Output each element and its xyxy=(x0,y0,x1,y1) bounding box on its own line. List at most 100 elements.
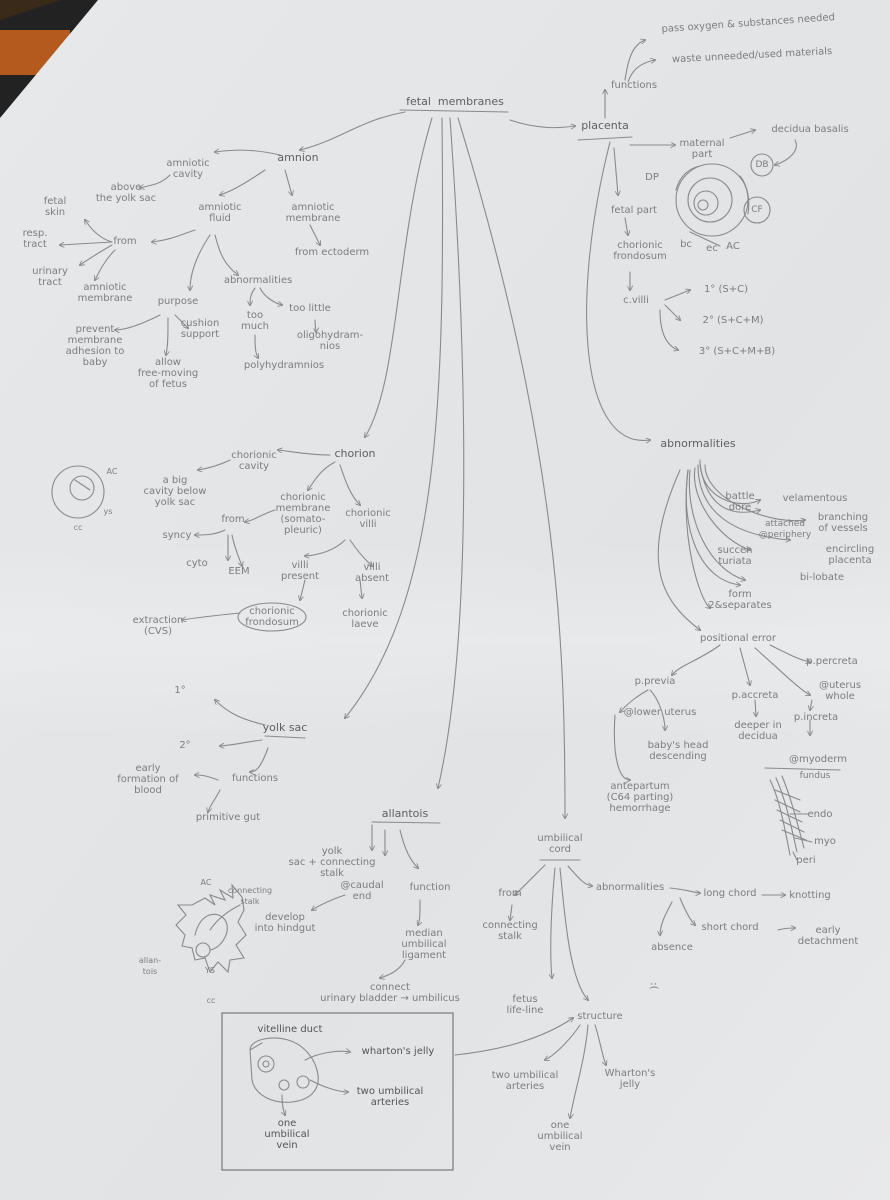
root-branches xyxy=(300,111,650,818)
form-separates: form 2&separates xyxy=(708,589,772,611)
early-detachment: early detachment xyxy=(797,925,859,947)
chorion-sketch-cc: cc xyxy=(73,523,83,532)
villi-primary: 1° (S+C) xyxy=(703,284,749,295)
umbilical-branches xyxy=(454,864,795,1118)
chorion-title: chorion xyxy=(334,447,376,460)
umbilical-cord-title: umbilical cord xyxy=(537,833,583,855)
allantois-branches xyxy=(312,824,420,978)
encircling-placenta: encircling placenta xyxy=(825,544,875,566)
bi-lobate: bi-lobate xyxy=(799,572,845,583)
allantois-sketch-ys: YS xyxy=(205,966,215,975)
amniotic-cavity: amniotic cavity xyxy=(166,158,210,180)
villi-tertiary: 3° (S+C+M+B) xyxy=(698,346,776,357)
sketch-label-bc: bc xyxy=(680,239,692,250)
inset-frame xyxy=(221,1012,454,1171)
frondosum-ellipse xyxy=(237,602,307,632)
allantois-title: allantois xyxy=(381,807,429,820)
inset-umbilical-vein: one umbilical vein xyxy=(264,1118,310,1151)
placenta-chorionic-frondosum: chorionic frondosum xyxy=(613,240,667,262)
p-increta: p.increta xyxy=(793,712,839,723)
chorion-from: from xyxy=(221,514,245,525)
sketch-label-db: DB xyxy=(755,160,769,170)
connect-bladder-umbilicus: connect urinary bladder → umbilicus xyxy=(320,982,460,1004)
lower-uterus: @lower uterus xyxy=(623,707,697,718)
placenta-abnormalities: abnormalities xyxy=(660,437,736,450)
caudal-end: @caudal end xyxy=(340,880,384,902)
chorion-branches xyxy=(182,450,372,620)
eem: EEM xyxy=(228,566,250,577)
early-formation-blood: early formation of blood xyxy=(117,763,179,796)
yolk-sac-connecting-stalk: yolk sac + connecting stalk xyxy=(288,846,376,879)
uterus-wall-sketch xyxy=(764,767,841,861)
layer-myo: myo xyxy=(814,836,836,847)
two-umbilical-arteries: two umbilical arteries xyxy=(491,1070,559,1092)
extraction-cvs: extraction (CVS) xyxy=(132,615,184,637)
amniotic-fluid: amniotic fluid xyxy=(198,202,242,224)
p-previa: p.previa xyxy=(634,676,676,687)
chorionic-villi: chorionic villi xyxy=(345,508,391,530)
amnion-from-membrane: amniotic membrane xyxy=(77,282,133,304)
p-accreta: p.accreta xyxy=(731,690,779,701)
big-cavity-below-yolk: a big cavity below yolk sac xyxy=(143,475,207,508)
layer-peri: peri xyxy=(796,855,816,866)
develop-into-hindgut: develop into hindgut xyxy=(254,912,316,934)
absence: absence xyxy=(651,942,693,953)
p-percreta: p.percreta xyxy=(806,656,858,667)
allantois-sketch-stalk: connecting stalk xyxy=(227,886,273,906)
fundus: fundus xyxy=(799,771,831,781)
median-umbilical-ligament: median umbilical ligament xyxy=(401,928,447,961)
placenta-branches xyxy=(605,40,797,350)
amnion-purpose: purpose xyxy=(157,296,199,307)
uterus-whole: @uterus whole xyxy=(818,680,862,702)
sketch-label-ac: AC xyxy=(726,241,740,252)
chorion-laeve: chorionic laeve xyxy=(342,608,388,630)
umbilical-connecting-stalk: connecting stalk xyxy=(482,920,538,942)
umbilical-abnormalities: abnormalities xyxy=(595,882,665,893)
umbilical-structure: structure xyxy=(577,1011,623,1022)
placenta-sketch xyxy=(675,153,774,247)
inset-sketch xyxy=(249,1037,350,1115)
yolk-secondary: 2° xyxy=(179,740,191,751)
allantois-sketch-allantois: allan- tois xyxy=(138,956,162,976)
chorionic-membrane: chorionic membrane (somato- pleuric) xyxy=(275,492,331,536)
cushion-support: cushion support xyxy=(180,318,220,340)
resp-tract: resp. tract xyxy=(22,228,48,250)
long-chord: long chord xyxy=(703,888,757,899)
villi-secondary: 2° (S+C+M) xyxy=(702,315,764,326)
allantois-function: function xyxy=(409,882,451,893)
placenta-maternal-part: maternal part xyxy=(679,138,725,160)
villi-present: villi present xyxy=(280,560,320,582)
allantois-underline xyxy=(371,821,441,824)
allow-free-moving: allow free-moving of fetus xyxy=(137,357,199,390)
sketch-label-cf: CF xyxy=(751,205,763,215)
abnormality-branches xyxy=(657,459,805,630)
sad-face: :( xyxy=(648,982,660,990)
too-much: too much xyxy=(241,310,269,332)
battledore: battle dore xyxy=(725,491,755,513)
allantois-sketch xyxy=(175,883,247,974)
yolk-sac-title: yolk sac xyxy=(262,721,308,734)
oligohydramnios: oligohydram- nios xyxy=(296,330,364,352)
fetus-life-line: fetus life-line xyxy=(506,994,544,1016)
knotting: knotting xyxy=(789,890,831,901)
from-ectoderm: from ectoderm xyxy=(294,247,370,258)
root-fetal-membranes: fetal membranes xyxy=(406,95,504,108)
amnion-title: amnion xyxy=(277,151,319,164)
prevent-adhesion: prevent membrane adhesion to baby xyxy=(65,324,125,368)
allantois-sketch-cc: cc xyxy=(206,996,216,1005)
short-chord: short chord xyxy=(701,922,759,933)
umbilical-from: from xyxy=(498,888,522,899)
umbilical-whartons-jelly: Wharton's jelly xyxy=(604,1068,656,1090)
cyto: cyto xyxy=(186,558,208,569)
amnion-branches xyxy=(60,150,320,358)
chorion-sketch-ac: AC xyxy=(106,467,118,476)
amnion-from: from xyxy=(113,236,137,247)
yolk-underline xyxy=(264,735,306,739)
layer-endo: endo xyxy=(807,809,833,820)
placenta-decidua-basalis: decidua basalis xyxy=(771,124,849,135)
branching-vessels: branching of vessels xyxy=(817,512,869,534)
positional-error: positional error xyxy=(700,633,776,644)
chorion-sketch-ys: ys xyxy=(103,507,113,516)
too-little: too little xyxy=(289,303,331,314)
